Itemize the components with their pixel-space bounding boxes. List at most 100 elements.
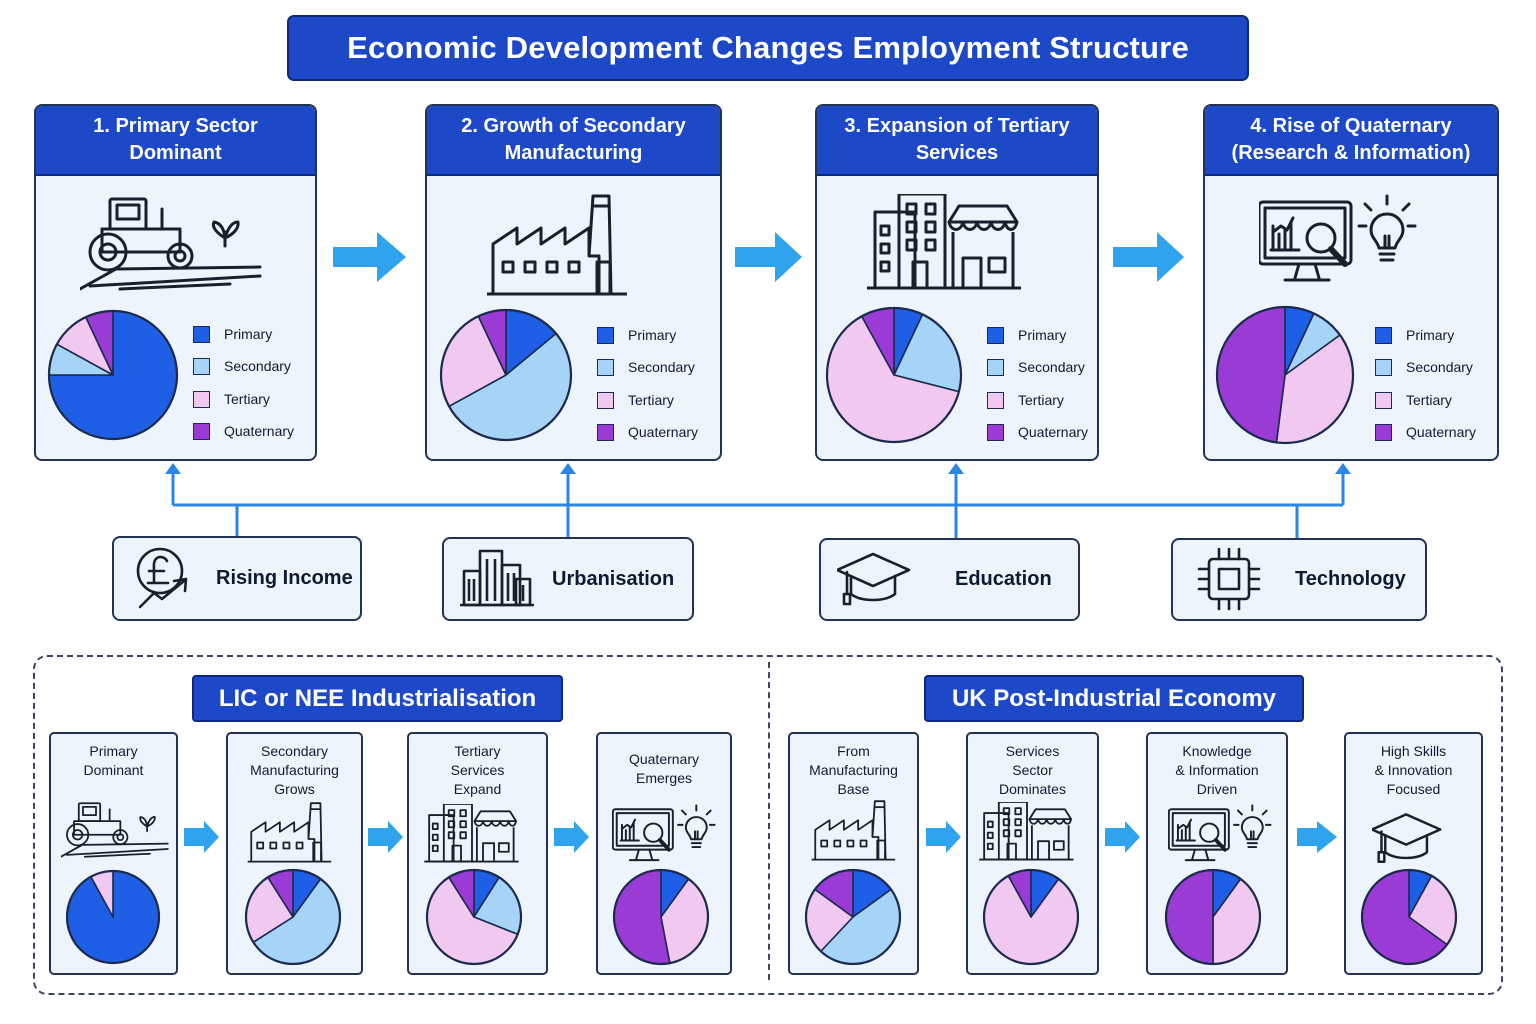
pie-slice-quaternary <box>1165 869 1214 965</box>
factor-technology: Technology <box>1171 538 1427 621</box>
pie-chart <box>1360 868 1458 966</box>
pie-outline <box>982 868 1080 966</box>
monitor-bulb-icon <box>612 804 717 863</box>
legend: Primary Secondary Tertiary Quaternary <box>193 324 313 444</box>
legend-item-secondary: Secondary <box>987 357 1085 377</box>
legend-item-secondary: Secondary <box>193 356 291 376</box>
legend-item-quaternary: Quaternary <box>597 422 698 442</box>
factor-education: Education <box>819 538 1080 621</box>
stage-header: 4. Rise of Quaternary(Research & Informa… <box>1205 106 1497 176</box>
legend-item-quaternary: Quaternary <box>1375 422 1476 442</box>
legend-item-quaternary: Quaternary <box>193 421 294 441</box>
pie-chart <box>244 868 342 966</box>
pie-outline <box>825 306 963 444</box>
graduation-cap-icon <box>1372 813 1442 863</box>
pie-chart <box>425 868 523 966</box>
pie-chart <box>804 868 902 966</box>
pie-outline <box>1215 305 1355 445</box>
pie-slice-quaternary <box>613 869 671 965</box>
legend-item-primary: Primary <box>1375 325 1454 345</box>
case-divider <box>768 662 770 980</box>
pie-outline <box>47 309 179 441</box>
factor-label: Urbanisation <box>552 567 675 590</box>
buildings-shop-icon <box>978 802 1075 861</box>
page-title: Economic Development Changes Employment … <box>287 15 1249 81</box>
legend-item-secondary: Secondary <box>1375 357 1473 377</box>
monitor-bulb-icon <box>1259 194 1419 286</box>
graduation-cap-icon <box>837 552 911 605</box>
pie-chart <box>439 308 573 442</box>
pie-chart <box>47 309 179 441</box>
pound-growth-icon <box>136 547 188 608</box>
city-icon <box>460 549 536 607</box>
pie-chart <box>65 869 161 965</box>
pie-outline <box>439 308 573 442</box>
tractor-icon <box>61 802 169 858</box>
factor-urbanisation: Urbanisation <box>442 537 694 621</box>
stage-card-quaternary: 4. Rise of Quaternary(Research & Informa… <box>1203 104 1499 461</box>
buildings-shop-icon <box>423 804 520 863</box>
pie-outline <box>804 868 902 966</box>
arrow-stage-1-2 <box>333 232 406 282</box>
pie-slice-quaternary <box>1216 306 1286 444</box>
legend: Primary Secondary Tertiary Quaternary <box>597 325 717 445</box>
pie-chart <box>825 306 963 444</box>
chip-icon <box>1197 547 1261 610</box>
legend-item-tertiary: Tertiary <box>1375 390 1452 410</box>
tractor-icon <box>80 197 262 291</box>
factory-icon <box>487 194 629 296</box>
factor-label: Rising Income <box>216 567 353 589</box>
legend-item-quaternary: Quaternary <box>987 422 1088 442</box>
arrow-stage-2-3 <box>735 232 802 282</box>
legend-item-primary: Primary <box>987 325 1066 345</box>
legend-item-tertiary: Tertiary <box>597 390 674 410</box>
uk-title: UK Post-Industrial Economy <box>924 675 1304 722</box>
legend: Primary Secondary Tertiary Quaternary <box>1375 325 1495 445</box>
factory-icon <box>810 800 897 861</box>
arrow-stage-3-4 <box>1113 232 1184 282</box>
monitor-bulb-icon <box>1168 804 1273 863</box>
legend-item-tertiary: Tertiary <box>193 389 270 409</box>
pie-outline <box>1360 868 1458 966</box>
pie-outline <box>244 868 342 966</box>
pie-outline <box>612 868 710 966</box>
factor-label: Education <box>955 568 1052 590</box>
case-study-panel <box>33 655 1503 995</box>
pie-outline <box>65 869 161 965</box>
pie-chart <box>1164 868 1262 966</box>
lic-nee-title: LIC or NEE Industrialisation <box>192 675 563 722</box>
pie-chart <box>612 868 710 966</box>
factory-icon <box>246 802 333 863</box>
legend: Primary Secondary Tertiary Quaternary <box>987 325 1097 445</box>
legend-item-primary: Primary <box>597 325 676 345</box>
legend-item-secondary: Secondary <box>597 357 695 377</box>
pie-outline <box>425 868 523 966</box>
legend-item-primary: Primary <box>193 324 272 344</box>
pie-chart <box>982 868 1080 966</box>
pie-outline <box>1164 868 1262 966</box>
factor-rising-income: Rising Income <box>112 536 362 621</box>
legend-item-tertiary: Tertiary <box>987 390 1064 410</box>
factor-label: Technology <box>1295 568 1406 590</box>
